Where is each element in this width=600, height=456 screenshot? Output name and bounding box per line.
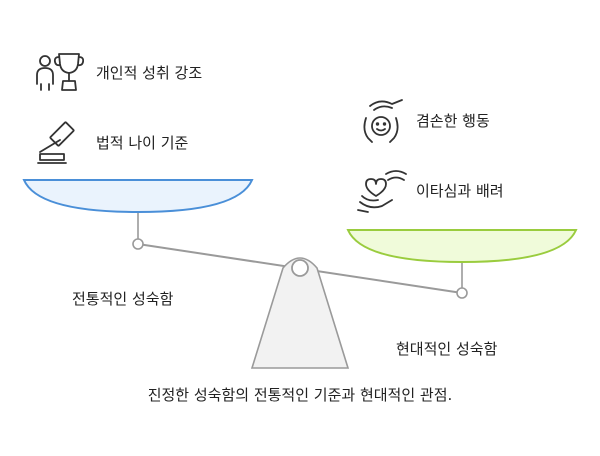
humble-hands-icon <box>363 99 403 143</box>
left-item-label-legal-age: 법적 나이 기준 <box>96 134 189 152</box>
left-caption-traditional-maturity: 전통적인 성숙함 <box>72 290 174 308</box>
right-caption-modern-maturity: 현대적인 성숙함 <box>396 340 498 358</box>
trophy-person-icon <box>36 53 84 91</box>
heart-hands-icon <box>357 170 407 213</box>
left-pan <box>22 179 254 214</box>
left-pivot <box>132 238 144 250</box>
right-pivot <box>456 287 468 299</box>
fulcrum-pivot <box>291 259 309 277</box>
left-item-label-personal-achievement: 개인적 성취 강조 <box>96 64 203 82</box>
footer-caption: 진정한 성숙함의 전통적인 기준과 현대적인 관점. <box>147 386 453 404</box>
fulcrum-stand <box>250 257 350 369</box>
right-pan <box>346 229 578 264</box>
right-item-label-altruism-care: 이타심과 배려 <box>416 182 504 200</box>
right-item-label-humble-behavior: 겸손한 행동 <box>416 112 490 130</box>
gavel-icon <box>37 121 75 164</box>
